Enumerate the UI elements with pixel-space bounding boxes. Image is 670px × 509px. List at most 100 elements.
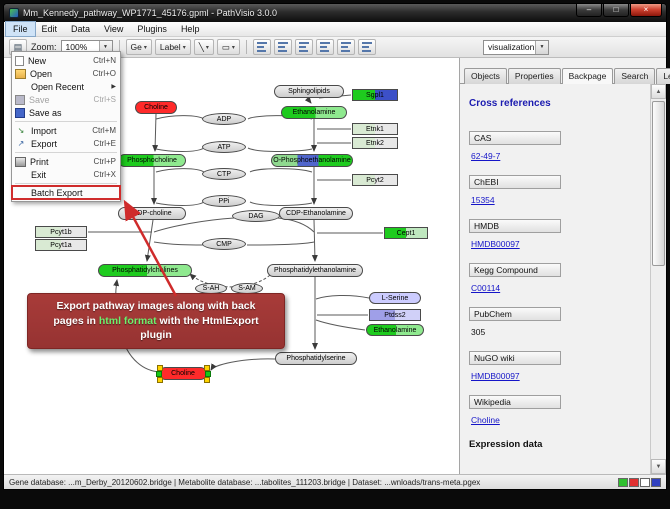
tab-objects[interactable]: Objects bbox=[464, 68, 507, 84]
pathway-node-ptdss2[interactable]: Ptdss2 bbox=[369, 309, 421, 321]
minimize-button[interactable]: – bbox=[576, 4, 602, 17]
xref-header-cas[interactable]: CAS bbox=[469, 131, 561, 145]
selection-handle[interactable] bbox=[157, 377, 163, 383]
menubar-item-plugins[interactable]: Plugins bbox=[137, 24, 167, 34]
pathway-node-cdp-choline[interactable]: CDP-choline bbox=[118, 207, 186, 220]
pathway-node-pcyt1b[interactable]: Pcyt1b bbox=[35, 226, 87, 238]
maximize-button[interactable]: □ bbox=[603, 4, 629, 17]
distribute-horizontal-icon[interactable] bbox=[336, 39, 355, 55]
pathway-node-sgpl1[interactable]: Sgpl1 bbox=[352, 89, 398, 101]
pathway-node-ethanolamine-top[interactable]: Ethanolamine bbox=[281, 106, 347, 119]
panel-scrollbar[interactable]: ▲ ▼ bbox=[650, 84, 666, 474]
pathway-edge bbox=[249, 168, 313, 173]
xref-header-chebi[interactable]: ChEBI bbox=[469, 175, 561, 189]
pathway-node-cdp-ethanolamine[interactable]: CDP-Ethanolamine bbox=[279, 207, 353, 220]
close-button[interactable]: × bbox=[630, 4, 662, 17]
link-handle[interactable] bbox=[205, 370, 211, 377]
side-panel: ObjectsPropertiesBackpageSearchLegend Cr… bbox=[460, 58, 670, 474]
statusbar-text: Gene database: ...m_Derby_20120602.bridg… bbox=[9, 477, 481, 487]
selection-handle[interactable] bbox=[204, 377, 210, 383]
pathway-node-pcyt2[interactable]: Pcyt2 bbox=[352, 174, 398, 186]
line-tool-button[interactable]: ╲▾ bbox=[193, 39, 214, 55]
distribute-vertical-icon[interactable] bbox=[357, 39, 376, 55]
scrollbar-thumb[interactable] bbox=[652, 101, 665, 266]
menubar-item-help[interactable]: Help bbox=[180, 24, 200, 34]
pathway-node-atp[interactable]: ATP bbox=[202, 141, 246, 153]
distribute-vertical-icon-glyph bbox=[360, 41, 373, 53]
file-menu-item-open[interactable]: Open Ctrl+O bbox=[12, 67, 120, 80]
file-menu-item-label: Open bbox=[30, 68, 53, 79]
align-center-y-icon[interactable] bbox=[273, 39, 292, 55]
pathway-node-choline-top[interactable]: Choline bbox=[135, 101, 177, 114]
zoom-combobox[interactable]: 100%▼ bbox=[60, 39, 113, 55]
pathway-node-ctp[interactable]: CTP bbox=[202, 168, 246, 180]
menubar-item-file[interactable]: File bbox=[5, 21, 36, 37]
file-menu-item-shortcut: Ctrl+E bbox=[93, 139, 116, 148]
titlebar[interactable]: Mm_Kennedy_pathway_WP1771_45176.gpml - P… bbox=[4, 4, 666, 22]
pathway-node-l-serine[interactable]: L-Serine bbox=[369, 292, 421, 304]
xref-value-hmdb[interactable]: HMDB00097 bbox=[471, 239, 520, 249]
new-icon bbox=[15, 55, 24, 66]
file-menu-item-save-as[interactable]: Save as bbox=[12, 106, 120, 119]
datanode-tool-button[interactable]: Ge▾ bbox=[125, 39, 152, 55]
menubar-item-view[interactable]: View bbox=[104, 24, 124, 34]
pathway-node-phosphocholine[interactable]: Phosphocholine bbox=[118, 154, 186, 167]
menubar-item-data[interactable]: Data bbox=[71, 24, 91, 34]
align-right-icon[interactable] bbox=[315, 39, 334, 55]
file-menu-item-label: Import bbox=[31, 125, 57, 136]
xref-header-nugo-wiki[interactable]: NuGO wiki bbox=[469, 351, 561, 365]
label-tool-button[interactable]: Label▾ bbox=[154, 39, 191, 55]
menubar-item-edit[interactable]: Edit bbox=[41, 24, 58, 34]
pathway-node-sphingolipids[interactable]: Sphingolipids bbox=[274, 85, 344, 98]
pathway-node-phosphatidylserine[interactable]: Phosphatidylserine bbox=[275, 352, 357, 365]
file-menu-item-shortcut: Ctrl+O bbox=[92, 69, 116, 78]
shape-tool-button[interactable]: ▭▾ bbox=[216, 39, 240, 55]
file-menu-item-batch-export[interactable]: Batch Export bbox=[11, 185, 121, 200]
visualization-combobox[interactable]: visualization▼ bbox=[483, 39, 549, 55]
xref-value-chebi[interactable]: 15354 bbox=[471, 195, 495, 205]
chevron-down-icon: ▾ bbox=[205, 44, 209, 51]
xref-header-hmdb[interactable]: HMDB bbox=[469, 219, 561, 233]
pathway-node-ppi[interactable]: PPi bbox=[202, 195, 246, 207]
align-center-x-icon[interactable] bbox=[252, 39, 271, 55]
scroll-down-icon[interactable]: ▼ bbox=[651, 459, 666, 474]
tab-legend[interactable]: Legend bbox=[656, 68, 670, 84]
pathway-node-etnk1[interactable]: Etnk1 bbox=[352, 123, 398, 135]
xref-value-nugo-wiki[interactable]: HMDB00097 bbox=[471, 371, 520, 381]
file-menu-item-open-recent[interactable]: Open Recent▶ bbox=[12, 80, 120, 93]
tab-backpage[interactable]: Backpage bbox=[561, 68, 614, 84]
file-menu-item-shortcut: Ctrl+N bbox=[93, 56, 116, 65]
xref-chebi: ChEBI 15354 bbox=[469, 175, 646, 205]
pathway-node-phosphatidylethanolamine[interactable]: Phosphatidylethanolamine bbox=[267, 264, 363, 277]
pathway-node-dag[interactable]: DAG bbox=[232, 210, 280, 222]
legend-swatch bbox=[651, 477, 661, 487]
tab-properties[interactable]: Properties bbox=[507, 68, 561, 84]
pathway-node-pcyt1a[interactable]: Pcyt1a bbox=[35, 239, 87, 251]
pathway-node-ethanolamine-right[interactable]: Ethanolamine bbox=[366, 324, 424, 336]
pathway-node-choline-bottom[interactable]: Choline bbox=[156, 365, 211, 383]
xref-header-kegg-compound[interactable]: Kegg Compound bbox=[469, 263, 561, 277]
xref-value-cas[interactable]: 62-49-7 bbox=[471, 151, 501, 161]
pathway-node-adp[interactable]: ADP bbox=[202, 113, 246, 125]
pathway-node-phosphatidylcholines[interactable]: Phosphatidylcholines bbox=[98, 264, 192, 277]
align-left-icon[interactable] bbox=[294, 39, 313, 55]
xref-header-pubchem[interactable]: PubChem bbox=[469, 307, 561, 321]
save-icon bbox=[15, 94, 25, 105]
pathway-node-cmp[interactable]: CMP bbox=[202, 238, 246, 250]
pathway-node-cept1[interactable]: Cept1 bbox=[384, 227, 428, 239]
link-handle[interactable] bbox=[156, 370, 162, 377]
xref-value-wikipedia[interactable]: Choline bbox=[471, 415, 500, 425]
pathway-node-o-phosphoethanolamine[interactable]: O-Phosphoethanolamine bbox=[271, 154, 353, 167]
xref-header-wikipedia[interactable]: Wikipedia bbox=[469, 395, 561, 409]
xref-value-kegg-compound[interactable]: C00114 bbox=[471, 283, 501, 293]
pathway-node-etnk2[interactable]: Etnk2 bbox=[352, 137, 398, 149]
tab-search[interactable]: Search bbox=[614, 68, 656, 84]
scroll-up-icon[interactable]: ▲ bbox=[651, 84, 666, 99]
